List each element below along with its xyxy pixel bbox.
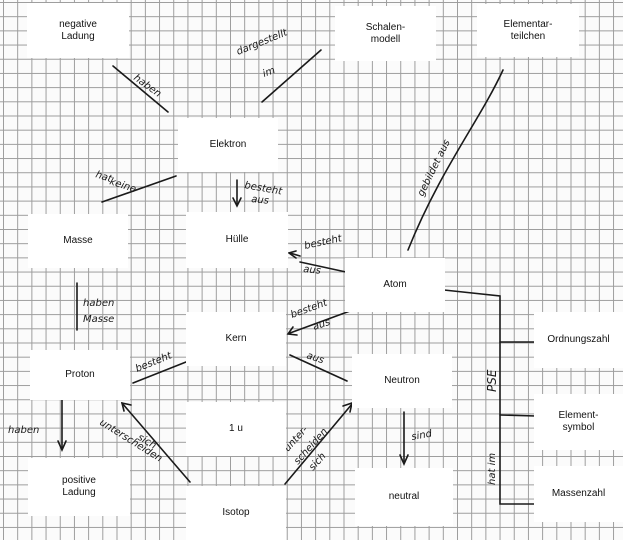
link-label-haben-masse: haben [83, 298, 114, 309]
link-label-hat: hat [94, 169, 114, 185]
concept-neutral: neutral [355, 468, 453, 526]
link-label-aus-3: aus [312, 317, 332, 333]
link-arrow-atom-kern [289, 310, 351, 334]
link-line-elektron-masse [101, 175, 177, 203]
pse-bracket [443, 289, 537, 505]
link-label-aus: aus [251, 194, 270, 207]
concept-element-symbol: Element- symbol [534, 394, 623, 450]
concept-schalenmodell: Schalen- modell [335, 6, 436, 61]
link-line-atom-elementarteilchen [407, 69, 504, 251]
link-label-masse: Masse [83, 314, 114, 325]
concept-1u: 1 u [186, 402, 286, 456]
concept-positive-ladung: positive Ladung [28, 458, 130, 516]
link-arrow-isotop-neutron [284, 403, 353, 485]
link-line-atom-huelle [299, 261, 347, 273]
link-label-besteht-2: besteht [303, 233, 344, 252]
concept-kern: Kern [186, 312, 286, 366]
link-line-elektron-schalenmodell [261, 49, 322, 103]
concept-negative-ladung: negative Ladung [27, 3, 129, 58]
concept-ordnungszahl: Ordnungszahl [534, 312, 623, 368]
concept-masse: Masse [28, 214, 128, 268]
concept-neutron: Neutron [352, 354, 452, 408]
link-label-hat-im: hat im [487, 453, 498, 485]
link-label-keine: keine [108, 176, 137, 195]
concept-atom: Atom [345, 258, 445, 312]
link-label-besteht-4: besteht [134, 350, 174, 375]
concept-elementarteilchen: Elementar- teilchen [477, 4, 579, 57]
link-line-kern-proton [132, 361, 187, 384]
link-label-im: im [261, 65, 277, 80]
link-label-besteht-3: besteht [289, 297, 330, 321]
link-label-aus-2: aus [303, 264, 322, 277]
link-line-elektron-negative-ladung [112, 65, 169, 113]
link-label-pse: PSE [485, 369, 499, 392]
concept-massenzahl: Massenzahl [534, 466, 623, 522]
link-line-kern-neutron [289, 354, 348, 382]
concept-isotop: Isotop [186, 486, 286, 540]
link-arrow-isotop-proton [121, 402, 191, 483]
link-label-haben-2: haben [8, 425, 39, 436]
concept-huelle: Hülle [186, 212, 288, 268]
concept-proton: Proton [30, 350, 130, 400]
link-label-sind: sind [411, 428, 434, 443]
link-label-dargestellt: dargestellt [235, 27, 290, 58]
concept-elektron: Elektron [178, 118, 278, 172]
link-label-aus-4: aus [305, 350, 325, 366]
